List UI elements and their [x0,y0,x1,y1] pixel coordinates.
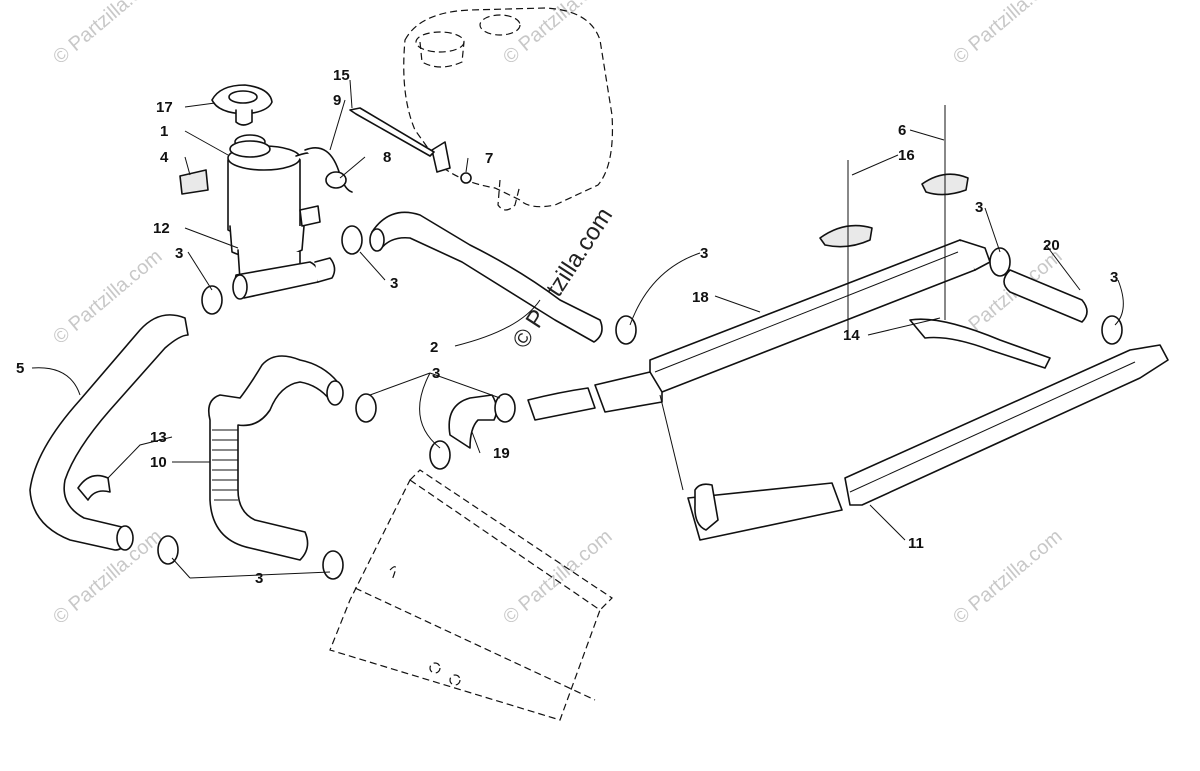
t-fitting [232,257,336,300]
hose-end [116,525,134,551]
hose-end [326,380,344,406]
callout-3: 3 [975,199,983,216]
rear-heat-exchanger-frame [594,239,1169,541]
watermark-text: © Partzilla.com [49,0,166,69]
callout-3: 3 [432,365,440,382]
callout-16: 16 [898,147,915,164]
callout-17: 17 [156,99,173,116]
watermark-text: © Partzilla.com [499,0,616,69]
crossover-hose [448,394,498,449]
callout-15: 15 [333,67,350,84]
callout-3: 3 [700,245,708,262]
upper-radiator-hose [371,211,603,343]
callout-3: 3 [390,275,398,292]
callout-2: 2 [430,339,438,356]
watermark-text: © Partzilla.com [949,0,1066,69]
callout-3: 3 [255,570,263,587]
mounting-pad [819,224,873,248]
overflow-clamp [325,171,347,189]
leader-lines [31,79,1124,579]
callout-13: 13 [150,429,167,446]
watermark-text: © Partzilla.com [949,525,1066,628]
callout-5: 5 [16,360,24,377]
callout-1: 1 [160,123,168,140]
return-hose [1003,269,1088,323]
corrugation-lines [212,429,238,501]
callout-19: 19 [493,445,510,462]
corrugated-hose [207,355,341,561]
callout-4: 4 [160,149,169,166]
callout-8: 8 [383,149,391,166]
callout-9: 9 [333,92,341,109]
hose-clip [77,474,111,501]
coolant-tank [403,7,614,211]
callout-7: 7 [485,150,493,167]
hose-end [369,228,385,252]
callout-18: 18 [692,289,709,306]
decal [179,169,209,195]
heat-exchanger-inlet-tube [527,387,596,421]
callout-14: 14 [843,327,860,344]
tank-bracket [431,141,451,173]
tank-nut [460,172,472,184]
front-heat-exchanger [329,469,613,721]
callout-20: 20 [1043,237,1060,254]
callout-3: 3 [175,245,183,262]
callout-3: 3 [1110,269,1118,286]
callout-10: 10 [150,454,167,471]
tank-screw [349,107,435,157]
callout-11: 11 [908,535,924,552]
callout-labels: 17 1 4 12 3 15 9 8 7 3 2 5 13 10 3 3 19 … [16,67,1118,587]
radiator-cap [211,84,273,126]
callout-6: 6 [898,122,906,139]
callout-12: 12 [153,220,170,237]
